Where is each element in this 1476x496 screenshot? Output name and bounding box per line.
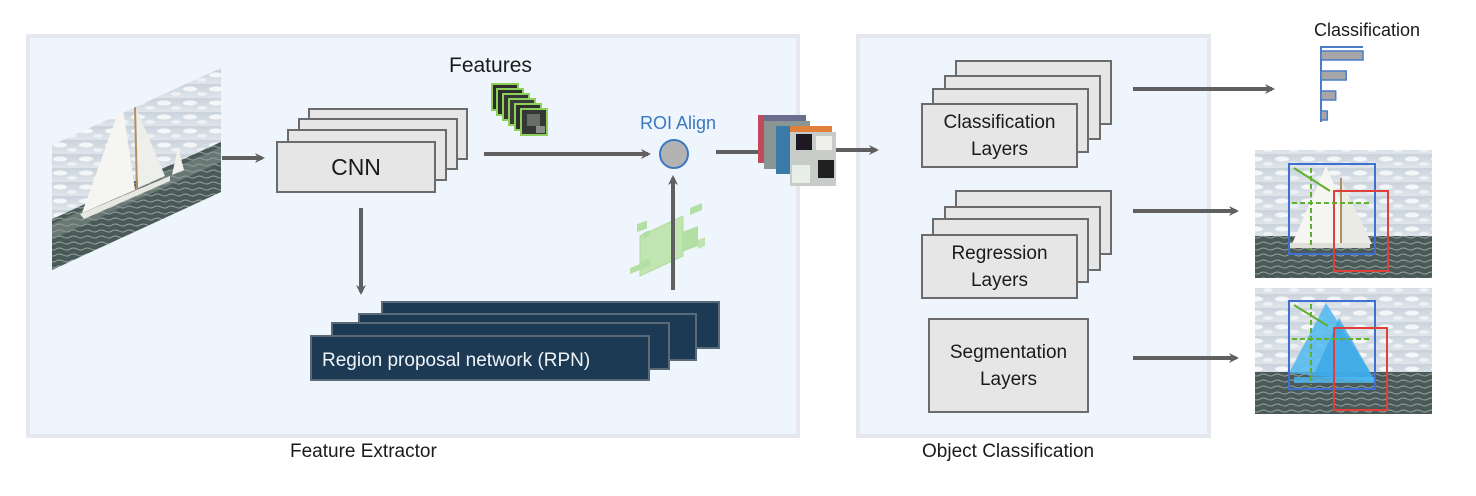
classification-layers-label: Classification Layers (921, 103, 1078, 168)
classification-layers-line1: Classification (943, 111, 1056, 133)
roi-align-label: ROI Align (640, 113, 717, 133)
roi-feature-maps-icon (758, 115, 836, 186)
bar-chart-bar (1320, 110, 1329, 121)
regression-layers-line2: Layers (970, 269, 1029, 291)
bar-chart-bar (1320, 90, 1337, 101)
regression-layers-line1: Regression (951, 242, 1048, 264)
region-proposals-icon (630, 203, 705, 277)
segmentation-mask-image-icon (1255, 288, 1432, 414)
bar-chart-bar (1320, 50, 1364, 61)
input-image-icon (52, 68, 221, 270)
bar-chart-bar (1320, 70, 1347, 81)
feature-extractor-label: Feature Extractor (290, 441, 437, 462)
feature-maps-icon (491, 83, 548, 136)
bounding-box-image-icon (1255, 150, 1432, 278)
regression-layers-label: Regression Layers (921, 234, 1078, 299)
segmentation-layers-line2: Layers (979, 368, 1038, 390)
bar-chart-icon (1320, 46, 1364, 122)
segmentation-layers-label: Segmentation Layers (928, 318, 1089, 413)
cnn-label: CNN (331, 153, 381, 180)
roi-align-node-icon (659, 139, 689, 169)
segmentation-layers-line1: Segmentation (949, 341, 1068, 363)
classification-layers-line2: Layers (970, 138, 1029, 160)
features-label: Features (449, 54, 532, 77)
object-classification-label: Object Classification (922, 441, 1095, 462)
rpn-label: Region proposal network (RPN) (322, 350, 591, 371)
classification-output-label: Classification (1314, 20, 1421, 40)
